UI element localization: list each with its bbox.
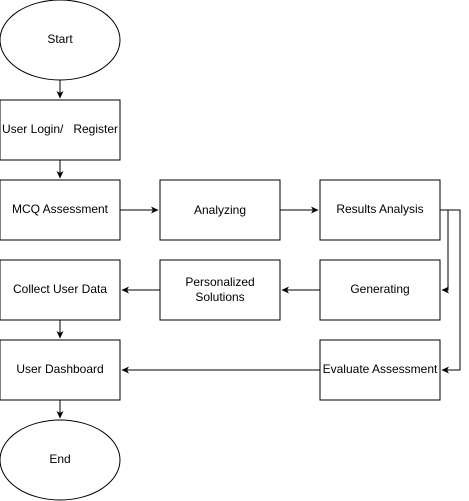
collect-label: Collect User Data	[13, 282, 107, 296]
start-node	[0, 0, 121, 81]
analyzing-node	[159, 179, 281, 241]
arrow-results-to-generating	[440, 209, 449, 294]
node-labels: Start User Login/ Register MCQ Assessmen…	[2, 32, 438, 466]
evaluate-node	[319, 339, 441, 401]
start-label: Start	[47, 32, 73, 46]
login-label: User Login/ Register	[2, 122, 118, 136]
generating-label: Generating	[350, 282, 409, 296]
results-label: Results Analysis	[336, 202, 423, 216]
nodes	[0, 0, 441, 501]
results-node	[319, 179, 441, 241]
collect-node	[0, 259, 121, 321]
connectors	[56, 80, 461, 419]
mcq-label: MCQ Assessment	[12, 202, 109, 216]
personalized-node	[159, 259, 281, 321]
login-node	[0, 99, 121, 161]
personalized-label-line1: Personalized	[185, 275, 254, 289]
end-node	[0, 419, 121, 501]
analyzing-label: Analyzing	[194, 203, 246, 217]
generating-node	[319, 259, 441, 321]
dashboard-label: User Dashboard	[16, 362, 103, 376]
personalized-label-line2: Solutions	[195, 290, 244, 304]
dashboard-node	[0, 339, 121, 401]
end-label: End	[49, 452, 70, 466]
evaluate-label: Evaluate Assessment	[323, 362, 438, 376]
mcq-node	[0, 179, 121, 241]
arrow-results-to-evaluate	[441, 209, 461, 374]
